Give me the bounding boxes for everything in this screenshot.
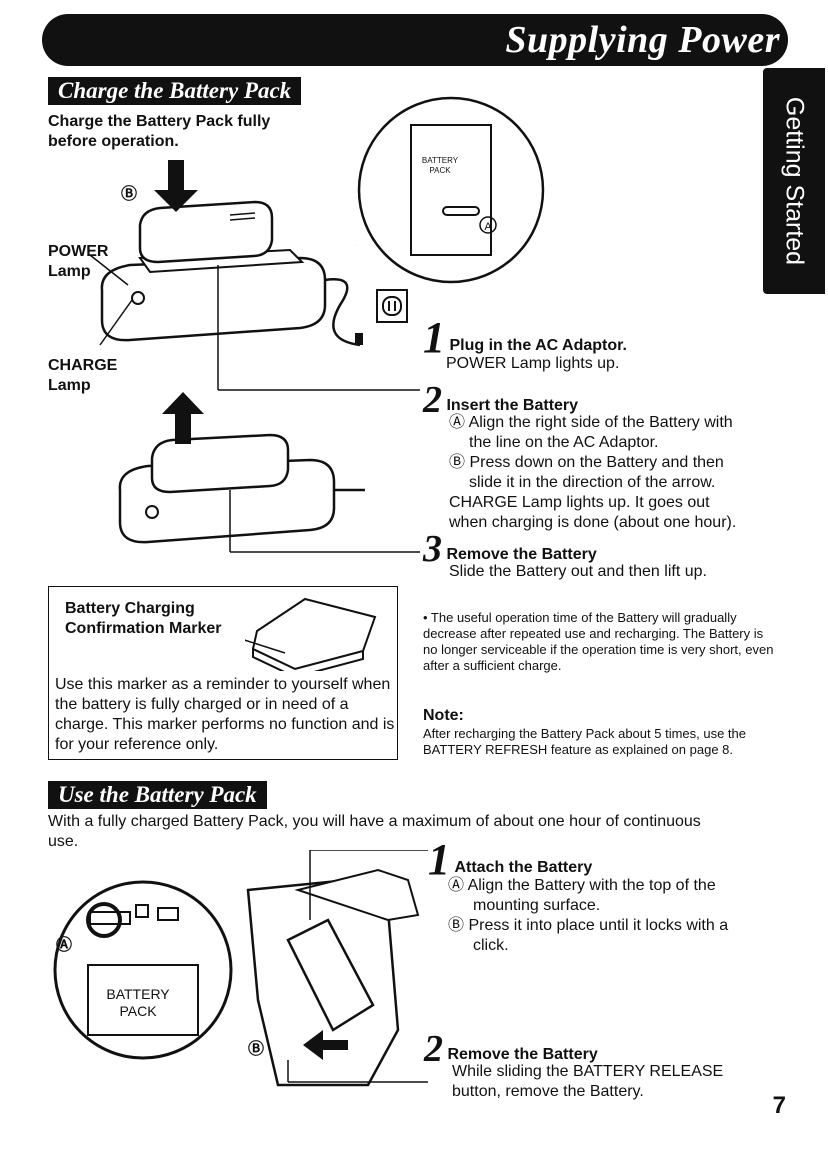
step-title: Insert the Battery [446,397,579,414]
step-line: when charging is done (about one hour). [449,514,737,531]
step-number: 1 [428,835,450,884]
step-title: Remove the Battery [447,1046,598,1063]
a-mark-camcorder: Ⓐ [56,937,73,954]
camcorder-illustration [53,850,428,1087]
use-step-2: 2 Remove the Battery While sliding the B… [424,1030,784,1102]
battery-marker-illustration [245,597,377,671]
step-title: Plug in the AC Adaptor. [449,337,627,354]
marker-box-body: Use this marker as a reminder to yoursel… [55,676,395,753]
charge-step-3: 3 Remove the Battery Slide the Battery o… [423,530,793,582]
step-line: the line on the AC Adaptor. [469,434,659,451]
confirmation-marker-box: Battery Charging Confirmation Marker Use… [48,586,398,760]
step-line: Ⓑ Press down on the Battery and then [449,454,724,471]
camcorder-battery-label: BATTERY PACK [106,986,170,1019]
side-tab: Getting Started [763,68,825,294]
use-intro: With a fully charged Battery Pack, you w… [48,813,701,850]
b-mark-camcorder: Ⓑ [248,1041,265,1058]
step-number: 2 [424,1028,443,1070]
title-bar [42,14,788,66]
step-line: POWER Lamp lights up. [446,355,620,372]
step-line: button, remove the Battery. [452,1083,644,1100]
step-number: 3 [423,528,442,570]
page-title: Supplying Power [505,19,780,61]
svg-text:A: A [484,221,492,233]
side-tab-label: Getting Started [780,96,809,266]
step-line: Ⓐ Align the right side of the Battery wi… [449,414,733,431]
magnifier-battery-label: BATTERY PACK [421,156,459,175]
step-line: Ⓐ Align the Battery with the top of the [448,877,716,894]
charge-intro: Charge the Battery Pack fully before ope… [48,113,271,150]
section-heading-charge: Charge the Battery Pack [48,77,302,105]
power-lamp-label: POWER Lamp [48,243,109,280]
page-number: 7 [772,1092,786,1119]
operation-time-bullet: • The useful operation time of the Batte… [423,610,774,673]
step-title: Remove the Battery [446,546,597,563]
charge-step-1: 1 Plug in the AC Adaptor. POWER Lamp lig… [423,316,783,374]
use-step-1: 1 Attach the Battery Ⓐ Align the Battery… [428,838,788,956]
step-number: 1 [423,313,445,362]
charge-lamp-label: CHARGE Lamp [48,357,118,394]
step-line: CHARGE Lamp lights up. It goes out [449,494,710,511]
marker-box-title: Battery Charging Confirmation Marker [65,600,222,637]
charger-illustration [89,160,420,553]
note-title: Note: [423,707,464,724]
step-line: mounting surface. [473,897,601,914]
step-line: slide it in the direction of the arrow. [469,474,716,491]
note-body: After recharging the Battery Pack about … [423,726,747,757]
step-title: Attach the Battery [454,859,593,876]
b-mark: Ⓑ [121,186,138,203]
step-number: 2 [423,379,442,421]
section-heading-use: Use the Battery Pack [48,781,267,809]
charge-step-2: 2 Insert the Battery Ⓐ Align the right s… [423,381,793,533]
step-line: click. [473,937,509,954]
step-line: Slide the Battery out and then lift up. [449,563,707,580]
step-line: Ⓑ Press it into place until it locks wit… [448,917,729,934]
battery-magnifier-illustration: A [355,96,545,345]
step-line: While sliding the BATTERY RELEASE [452,1063,724,1080]
